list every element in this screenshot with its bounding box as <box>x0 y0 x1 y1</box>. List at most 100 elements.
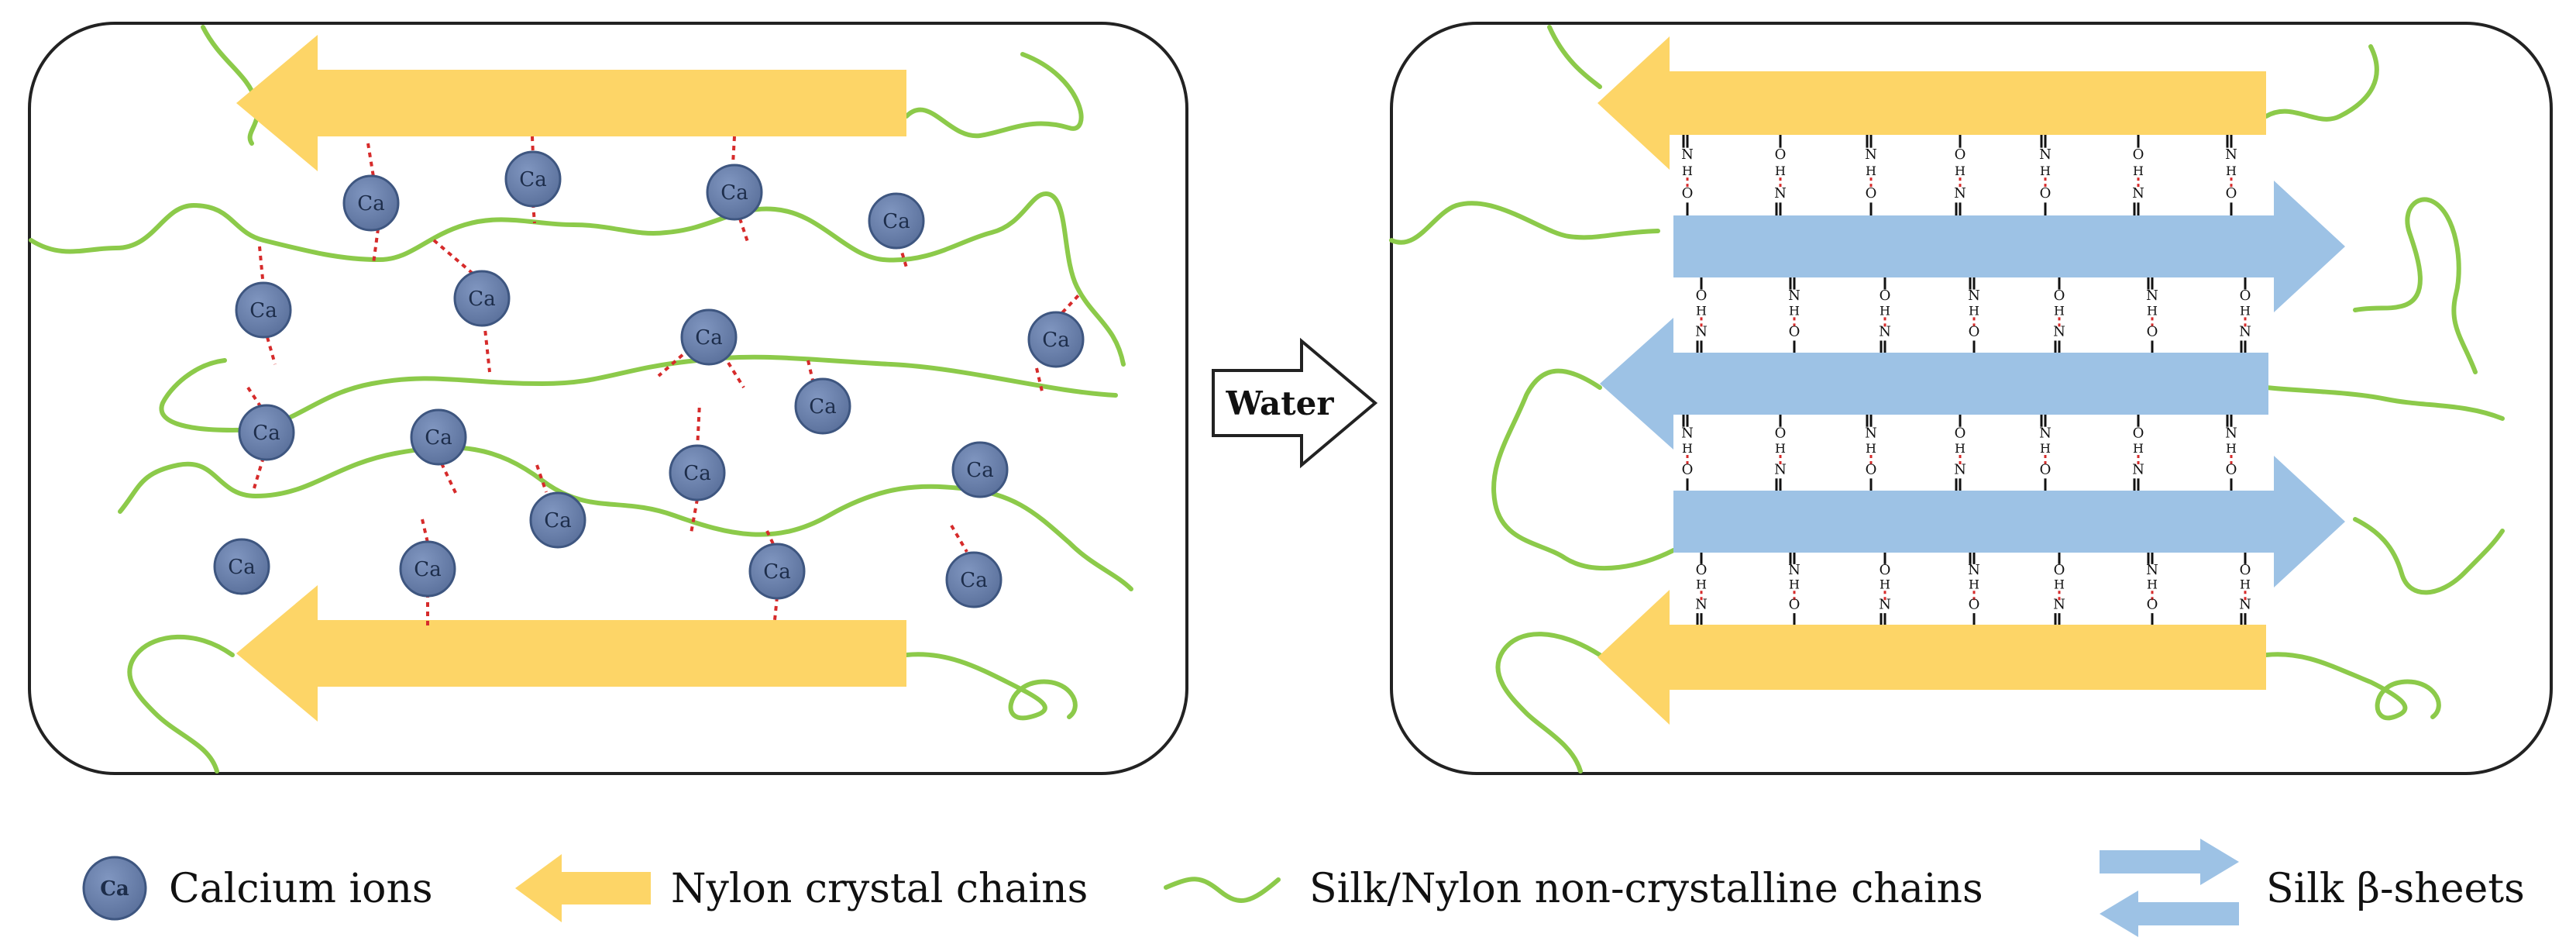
hbond-atom: O <box>1696 562 1708 578</box>
hbond-atom: N <box>1788 288 1800 304</box>
hbond-atom: H <box>2133 441 2144 456</box>
right-chains <box>1389 25 2505 774</box>
calcium-ion-label: Ca <box>763 560 790 584</box>
calcium-ion-circle <box>235 281 292 339</box>
calcium-ion-label: Ca <box>357 192 384 215</box>
calcium-ion-circle <box>410 408 467 466</box>
hbond-atom: O <box>2226 461 2237 477</box>
chain-r-bottom-left <box>1495 632 1602 774</box>
hbond-atom: H <box>1682 441 1693 456</box>
hbond-atom: N <box>2239 597 2251 613</box>
hbond-atom: N <box>2132 185 2144 202</box>
hbond-atom: O <box>2054 288 2065 304</box>
ionic-bond <box>690 498 699 534</box>
hbond-atom: O <box>2147 324 2158 340</box>
hbond-atom: H <box>1775 164 1786 178</box>
hbond-atom: O <box>2147 597 2158 613</box>
hydrogen-bond: NHO <box>2146 553 2158 625</box>
hydrogen-bond: OHN <box>1954 415 1966 491</box>
calcium-ion-circle <box>504 150 562 208</box>
hydrogen-bond: OHN <box>2053 277 2065 353</box>
hbond-atom: O <box>2226 185 2237 202</box>
hbond-atom: H <box>1955 441 1966 456</box>
calcium-ion-circle <box>399 540 456 598</box>
legend-silk: Silk β-sheets <box>2100 839 2525 937</box>
hbond-atom: N <box>1954 461 1966 477</box>
ionic-bond <box>432 239 478 278</box>
hbond-atom: N <box>1865 146 1877 163</box>
ionic-bond <box>696 402 701 450</box>
calcium-ion-label: Ca <box>425 426 452 450</box>
legend-calcium: Ca Calcium ions <box>82 856 433 921</box>
ionic-bond <box>657 347 691 377</box>
hbond-atom: O <box>1955 146 1966 163</box>
hbond-atom: H <box>1682 164 1693 178</box>
hydrogen-bond: OHN <box>2239 553 2251 625</box>
hbond-atom: O <box>2240 288 2251 304</box>
hbond-atom: O <box>1866 461 1877 477</box>
nylon-crystal-bottom <box>236 585 906 722</box>
hbond-atom: H <box>2147 577 2158 592</box>
legend-chain-icon <box>1164 877 1281 903</box>
calcium-ion-label: Ca <box>809 395 836 419</box>
hydrogen-bond: NHO <box>2039 415 2052 491</box>
calcium-ion: Ca <box>529 491 586 549</box>
chain-row-3 <box>118 445 1133 591</box>
legend: Ca Calcium ions Nylon crystal chains Sil… <box>82 839 2525 937</box>
ionic-bond <box>372 228 380 264</box>
chain-bottom-right <box>904 652 1078 721</box>
ionic-bond <box>531 136 535 156</box>
hbond-atom: H <box>1880 304 1890 319</box>
ionic-bond <box>765 530 776 548</box>
hydrogen-bond: OHN <box>2053 553 2065 625</box>
hbond-atom: O <box>1682 185 1694 202</box>
calcium-ion: Ca <box>951 441 1009 498</box>
calcium-ion-label: Ca <box>228 556 255 579</box>
hbond-atom: N <box>1695 597 1708 613</box>
hbond-atom: H <box>1866 164 1876 178</box>
calcium-ion-label: Ca <box>882 210 910 233</box>
legend-silk-arrow-left-icon <box>2100 891 2239 937</box>
legend-chain-label: Silk/Nylon non-crystalline chains <box>1309 866 1983 912</box>
hbond-atom: O <box>1969 597 1980 613</box>
hbond-atom: O <box>2133 146 2144 163</box>
calcium-ion: Ca <box>213 538 270 595</box>
calcium-ion-label: Ca <box>253 422 280 445</box>
hydrogen-bond: OHN <box>1954 135 1966 215</box>
hbond-atom: O <box>1775 425 1787 441</box>
calcium-ion-circle <box>1027 311 1085 368</box>
calcium-ion-label: Ca <box>966 459 993 482</box>
hbond-atom: N <box>2132 461 2144 477</box>
hbond-atom: N <box>1774 185 1787 202</box>
hbond-atom: O <box>1880 562 1891 578</box>
nylon-crystal-r-bottom <box>1598 590 2266 725</box>
hydrogen-bond: OHN <box>1695 553 1708 625</box>
hbond-atom: H <box>1955 164 1966 178</box>
chain-top-right <box>904 52 1084 139</box>
hydrogen-bond: NHO <box>1788 277 1800 353</box>
hbond-atom: H <box>1880 577 1890 592</box>
legend-nylon-arrow-icon <box>515 854 651 922</box>
calcium-ion-circle <box>794 377 851 435</box>
calcium-ion: Ca <box>868 192 925 250</box>
calcium-ion-circle <box>669 444 726 501</box>
ionic-bond <box>1054 291 1082 321</box>
calcium-ion: Ca <box>706 164 763 221</box>
hbond-atom: H <box>2054 304 2065 319</box>
calcium-ion: Ca <box>680 308 738 366</box>
ionic-bond <box>440 463 459 497</box>
chain-r-mid-right <box>2264 385 2505 421</box>
hydrogen-bond: OHN <box>1879 553 1891 625</box>
calcium-ion: Ca <box>238 404 295 461</box>
hbond-atom: H <box>1866 441 1876 456</box>
hbond-atom: O <box>1969 324 1980 340</box>
hbond-atom: O <box>2040 185 2052 202</box>
hbond-atom: N <box>1865 425 1877 441</box>
calcium-ion-label: Ca <box>414 558 441 581</box>
legend-nylon: Nylon crystal chains <box>515 854 1088 922</box>
hbond-atom: N <box>2053 597 2065 613</box>
calcium-ion-circle <box>706 164 763 221</box>
chain-r-lower-right <box>2353 517 2505 595</box>
